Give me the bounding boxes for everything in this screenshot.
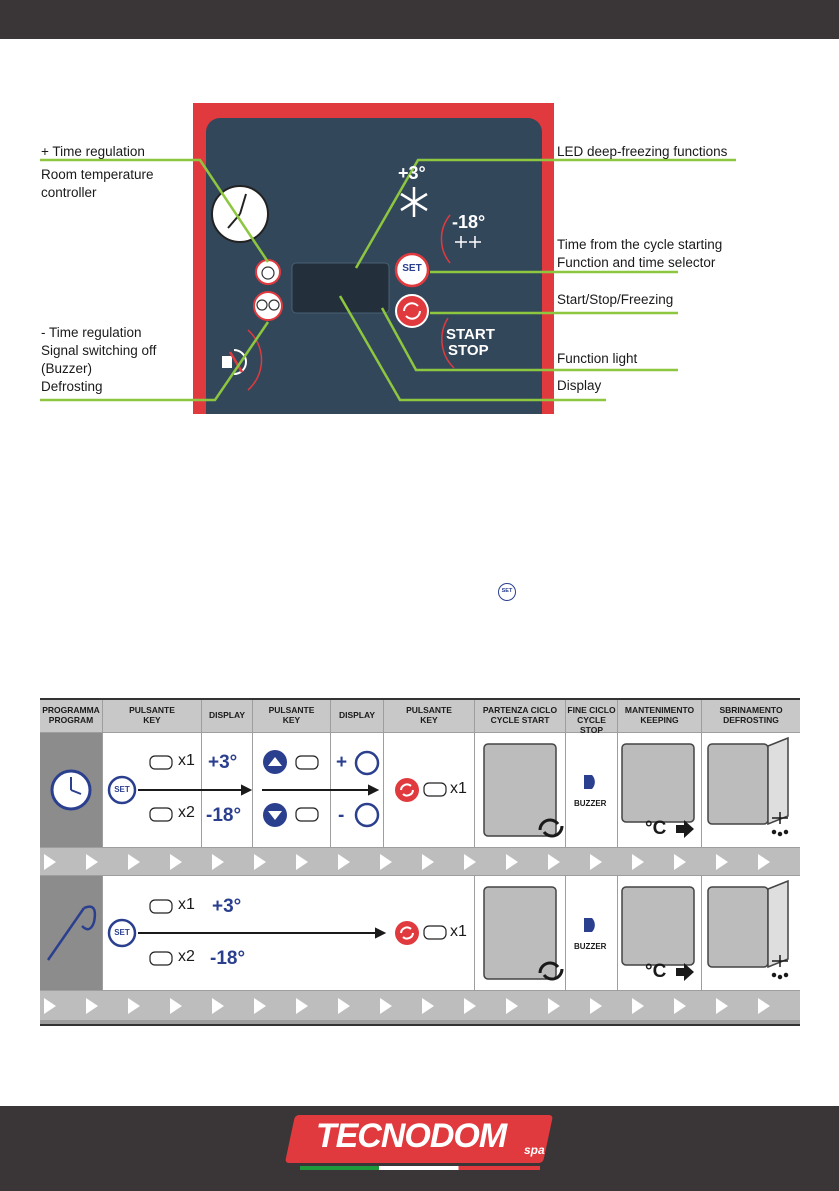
callout-display: Display bbox=[557, 378, 602, 393]
top-bar bbox=[0, 0, 839, 39]
flow-arrows bbox=[138, 784, 387, 939]
row1-x2-label: x2 bbox=[178, 804, 195, 821]
cycle-arrows-icons bbox=[538, 818, 564, 981]
brand-suffix: spa bbox=[524, 1143, 545, 1157]
row1-buzzer-label: BUZZER bbox=[574, 799, 607, 808]
display-window bbox=[291, 262, 390, 314]
control-panel-graphics bbox=[40, 158, 736, 402]
hand-press-icons bbox=[149, 755, 447, 966]
row1-minus18-label: -18° bbox=[206, 805, 242, 826]
row1-x1-label: x1 bbox=[178, 752, 195, 769]
plus-timer-icon bbox=[354, 750, 380, 776]
inline-set-label: SET bbox=[501, 588, 513, 594]
down-button-icon bbox=[263, 803, 287, 827]
header-display-2: DISPLAY bbox=[331, 700, 383, 732]
defrost-icons bbox=[771, 812, 789, 980]
callout-time-from: Time from the cycle starting bbox=[557, 237, 723, 252]
buzzer-off-icon bbox=[222, 329, 263, 391]
row2-start-button-icon bbox=[395, 921, 419, 945]
row2-buzzer-label: BUZZER bbox=[574, 942, 607, 951]
callout-buzzer: (Buzzer) bbox=[41, 361, 93, 376]
italian-flag-stripe bbox=[300, 1166, 540, 1170]
row2-program-cell bbox=[40, 876, 102, 990]
row2-plus3-label: +3° bbox=[212, 896, 242, 917]
callout-start-stop: Start/Stop/Freezing bbox=[557, 292, 674, 307]
callout-lines bbox=[40, 158, 736, 402]
open-door-icons bbox=[767, 736, 789, 969]
panel-plus3-label: +3° bbox=[398, 163, 426, 183]
callout-signal-off: Signal switching off bbox=[41, 343, 157, 358]
row1-stop-cell bbox=[566, 733, 617, 847]
row2-x1-start-label: x1 bbox=[450, 923, 467, 940]
table-graphics bbox=[44, 736, 789, 1014]
row2-x2-label: x2 bbox=[178, 948, 195, 965]
brand-name: TECNODOM bbox=[315, 1117, 507, 1155]
row2-x1-label: x1 bbox=[178, 896, 195, 913]
timer-program-icon bbox=[50, 769, 92, 811]
up-button-icon bbox=[263, 750, 287, 774]
panel-stop-label: STOP bbox=[448, 342, 489, 359]
minus-timer-icon bbox=[354, 802, 380, 828]
strip-arrows bbox=[44, 854, 770, 1014]
cabinet-icons bbox=[483, 743, 769, 980]
keeping-arrow-icons bbox=[676, 820, 694, 981]
callout-room-temp: Room temperature bbox=[41, 167, 154, 182]
panel-set-label: SET bbox=[402, 263, 422, 274]
panel-start-label: START bbox=[446, 326, 495, 343]
panel-minus18-label: -18° bbox=[452, 212, 486, 232]
start-stop-button-icon bbox=[395, 294, 429, 328]
arrow-strip-1 bbox=[40, 848, 800, 875]
row2-set-label: SET bbox=[114, 928, 130, 937]
arrow-strip-2 bbox=[40, 991, 800, 1020]
buzzer-icons bbox=[584, 775, 595, 932]
callout-led: LED deep-freezing functions bbox=[557, 144, 728, 159]
row1-minus-timer-label: - bbox=[338, 805, 345, 826]
row1-set-button-icon bbox=[107, 775, 137, 805]
row1-x1-start-label: x1 bbox=[450, 780, 467, 797]
header-display-1: DISPLAY bbox=[202, 700, 252, 732]
callout-minus-time: - Time regulation bbox=[41, 325, 142, 340]
row2-stop-cell bbox=[566, 876, 617, 990]
callout-room-temp-2: controller bbox=[41, 185, 97, 200]
callout-selector: Function and time selector bbox=[557, 255, 716, 270]
snowflake-icon bbox=[400, 187, 428, 217]
row1-start-button-icon bbox=[395, 778, 419, 802]
row2-celsius-label: °C bbox=[645, 961, 667, 982]
callout-function-light: Function light bbox=[557, 351, 638, 366]
row2-set-button-icon bbox=[107, 918, 137, 948]
minus-time-button-icon bbox=[253, 291, 283, 321]
row1-celsius-label: °C bbox=[645, 818, 667, 839]
row1-plus-timer-label: + bbox=[336, 752, 348, 773]
row1-plus3-label: +3° bbox=[208, 752, 238, 773]
row1-set-label: SET bbox=[114, 785, 130, 794]
probe-program-icon bbox=[46, 905, 97, 961]
row2-minus18-label: -18° bbox=[210, 948, 246, 969]
small-snowflakes-icon bbox=[455, 236, 481, 248]
callout-defrosting: Defrosting bbox=[41, 379, 103, 394]
callout-plus-time: + Time regulation bbox=[41, 144, 145, 159]
set-button-icon bbox=[394, 252, 430, 288]
inline-set-icon: SET bbox=[498, 583, 516, 601]
